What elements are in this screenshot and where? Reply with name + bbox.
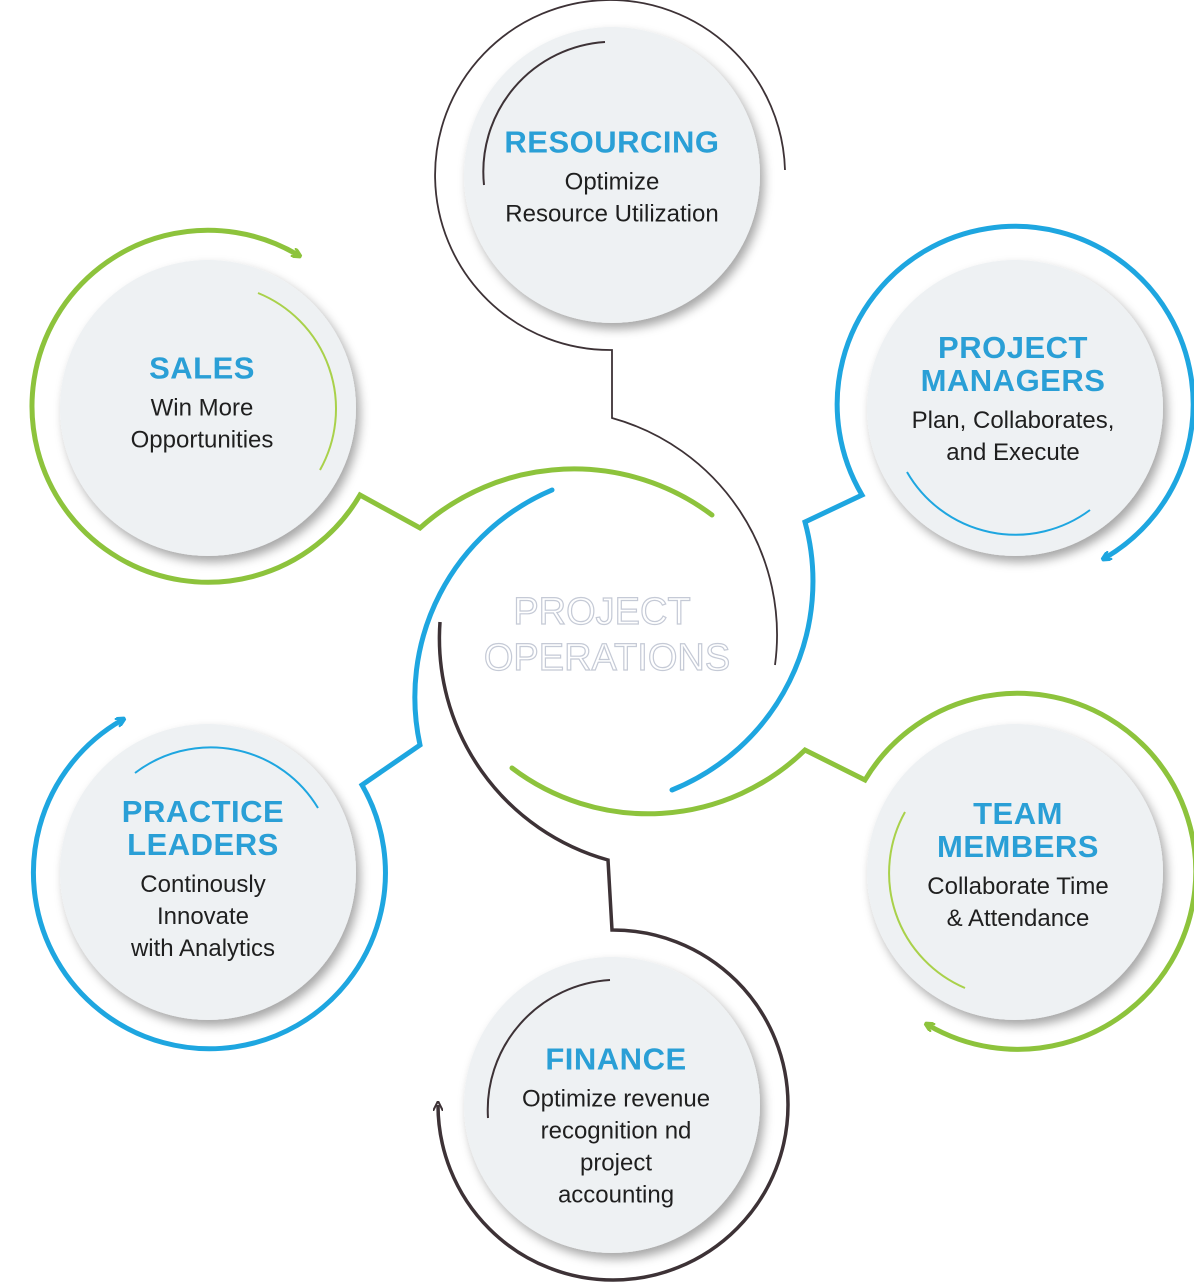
- node-description-line: Plan, Collaborates,: [911, 407, 1115, 434]
- node-title-line: MANAGERS: [920, 363, 1106, 398]
- node-description-line: Win More: [150, 394, 254, 422]
- sales-circle: [60, 260, 356, 556]
- center-title-line2: OPERATIONS: [484, 637, 730, 679]
- node-title-line: PROJECT: [938, 330, 1088, 365]
- center-title-line1: PROJECT: [513, 591, 690, 633]
- node-title-line: FINANCE: [545, 1041, 687, 1077]
- team-members-inner-arc: [888, 811, 966, 989]
- finance-connector-arc: [438, 621, 790, 1282]
- node-description-line: accounting: [557, 1181, 675, 1209]
- node-description-line: and Execute: [946, 439, 1080, 466]
- node-description: Collaborate Time & Attendance: [868, 871, 1168, 935]
- node-description-line: with Analytics: [130, 935, 276, 962]
- node-description-line: Collaborate Time: [927, 873, 1109, 900]
- node-title: SALES: [52, 352, 352, 385]
- node-description-line: recognition nd: [540, 1117, 692, 1145]
- practice-leaders-inner-arc: [134, 746, 319, 809]
- finance-circle: [464, 957, 760, 1253]
- node-title-line: TEAM: [973, 796, 1063, 831]
- node-description-line: Resource Utilization: [505, 200, 719, 228]
- node-description-line: Continously: [140, 871, 266, 898]
- node-description-line: project: [579, 1149, 653, 1177]
- node-description: Optimize revenue recognition nd project acc…: [466, 1084, 766, 1212]
- node-title-line: RESOURCING: [504, 124, 720, 160]
- node-title-line: LEADERS: [127, 827, 279, 862]
- node-finance: FINANCE Optimize revenue recognition nd pro…: [466, 1043, 766, 1212]
- project-managers-inner-arc: [906, 471, 1091, 536]
- practice-leaders-circle: [60, 724, 356, 1020]
- resourcing-inner-arc: [482, 41, 606, 186]
- resourcing-connector-arc: [434, 0, 786, 666]
- node-description-line: Optimize: [564, 168, 660, 196]
- resourcing-circle: [464, 27, 760, 323]
- node-description: Plan, Collaborates, and Execute: [863, 405, 1163, 469]
- node-description-line: Opportunities: [130, 426, 274, 454]
- team-members-connector-arc: [509, 690, 1194, 1052]
- practice-leaders-connector-arc: [30, 487, 555, 1052]
- node-description-line: Optimize revenue: [521, 1085, 711, 1113]
- sales-connector-arc: [29, 227, 715, 585]
- node-title: RESOURCING: [462, 126, 762, 159]
- node-description-line: & Attendance: [946, 905, 1090, 932]
- sales-inner-arc: [257, 292, 337, 471]
- team-members-circle: [867, 724, 1163, 1020]
- node-title-line: PRACTICE: [121, 794, 285, 829]
- finance-inner-arc: [486, 979, 611, 1119]
- node-title-line: MEMBERS: [937, 829, 1099, 864]
- project-managers-circle: [867, 260, 1163, 556]
- node-title-line: SALES: [149, 350, 255, 386]
- node-description-line: Innovate: [156, 903, 250, 930]
- node-title: FINANCE: [466, 1043, 766, 1076]
- project-managers-connector-arc: [669, 223, 1194, 793]
